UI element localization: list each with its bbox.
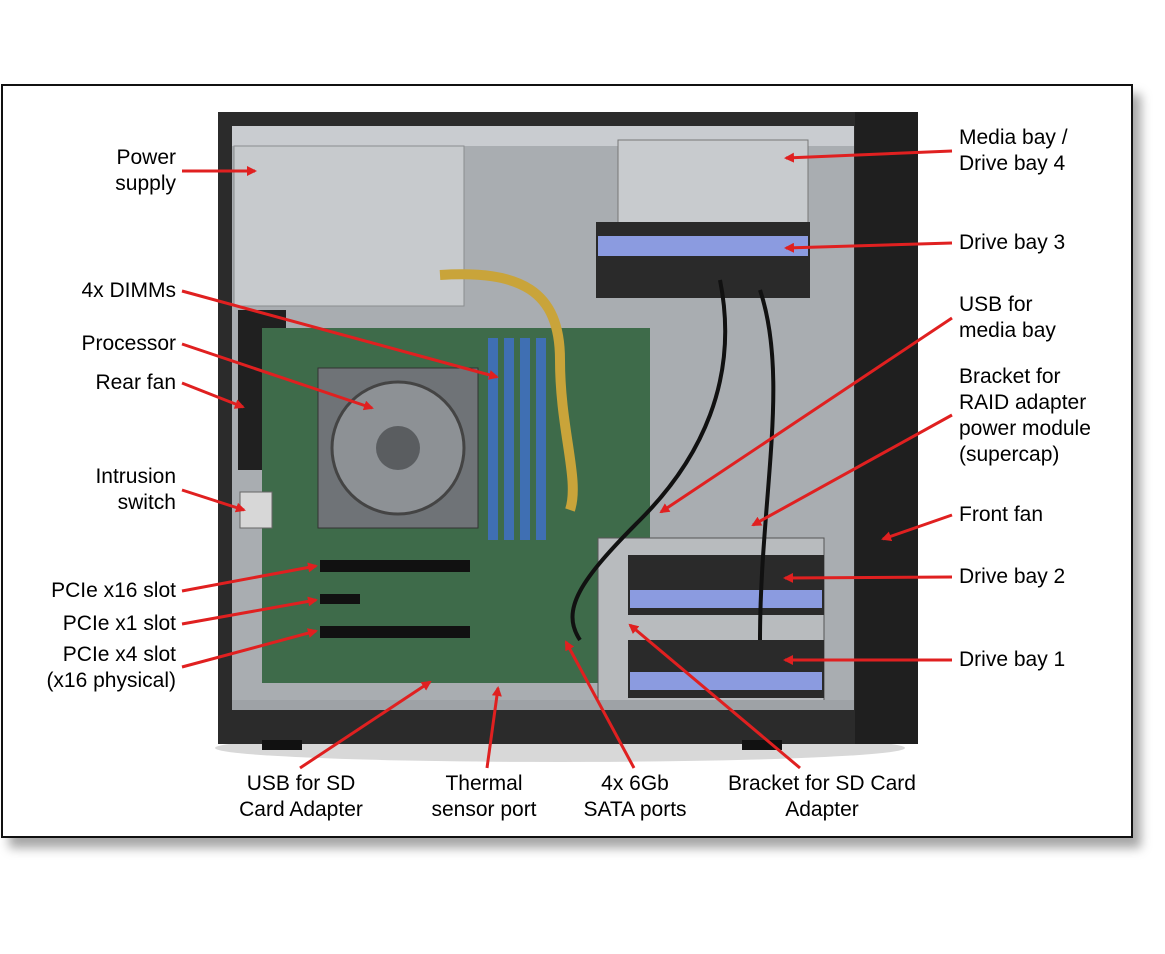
power-cable xyxy=(439,269,578,512)
front-panel xyxy=(855,112,918,744)
label-pcie-x16: PCIe x16 slot xyxy=(51,579,176,602)
drive-bay-2-tray xyxy=(630,590,822,608)
dimm-1 xyxy=(488,338,498,540)
label-processor: Processor xyxy=(81,332,176,355)
label-intrusion-switch: Intrusion switch xyxy=(95,465,176,514)
media-bay-unit xyxy=(617,139,809,226)
label-thermal: Thermal sensor port xyxy=(431,772,537,821)
pcie-x16-slot-shape xyxy=(320,560,470,572)
processor-fan-hub xyxy=(376,426,420,470)
label-drive-bay-2: Drive bay 2 xyxy=(959,565,1066,588)
foot-left xyxy=(262,740,302,750)
label-usb-sd: USB for SD Card Adapter xyxy=(239,772,363,821)
label-sd-bracket: Bracket for SD Card Adapter xyxy=(728,772,916,821)
dimm-3 xyxy=(520,338,530,540)
pcie-x4-slot-shape xyxy=(320,626,470,638)
drive-bay-1-tray xyxy=(630,672,822,690)
label-drive-bay-1: Drive bay 1 xyxy=(959,648,1066,671)
label-media-bay: Media bay / Drive bay 4 xyxy=(959,126,1068,175)
label-pcie-x4: PCIe x4 slot (x16 physical) xyxy=(46,643,176,692)
label-pcie-x1: PCIe x1 slot xyxy=(62,612,176,635)
label-front-fan: Front fan xyxy=(959,503,1044,526)
foot-right xyxy=(742,740,782,750)
drive-bay-3-unit xyxy=(596,222,810,298)
label-power-supply: Power supply xyxy=(115,146,176,195)
pcie-x1-slot-shape xyxy=(320,594,360,604)
label-drive-bay-3: Drive bay 3 xyxy=(959,231,1066,254)
label-dimms: 4x DIMMs xyxy=(81,279,177,302)
dimm-4 xyxy=(536,338,546,540)
drive-bay-3-tray xyxy=(598,236,808,256)
dimm-2 xyxy=(504,338,514,540)
label-usb-media-bay: USB for media bay xyxy=(959,293,1056,342)
bottom-rail xyxy=(232,700,854,710)
label-sata: 4x 6Gb SATA ports xyxy=(583,772,687,821)
label-raid-bracket: Bracket for RAID adapter power module (s… xyxy=(959,365,1091,466)
intrusion-switch-unit xyxy=(239,491,273,529)
power-supply-unit xyxy=(233,145,465,307)
label-rear-fan: Rear fan xyxy=(95,371,176,394)
